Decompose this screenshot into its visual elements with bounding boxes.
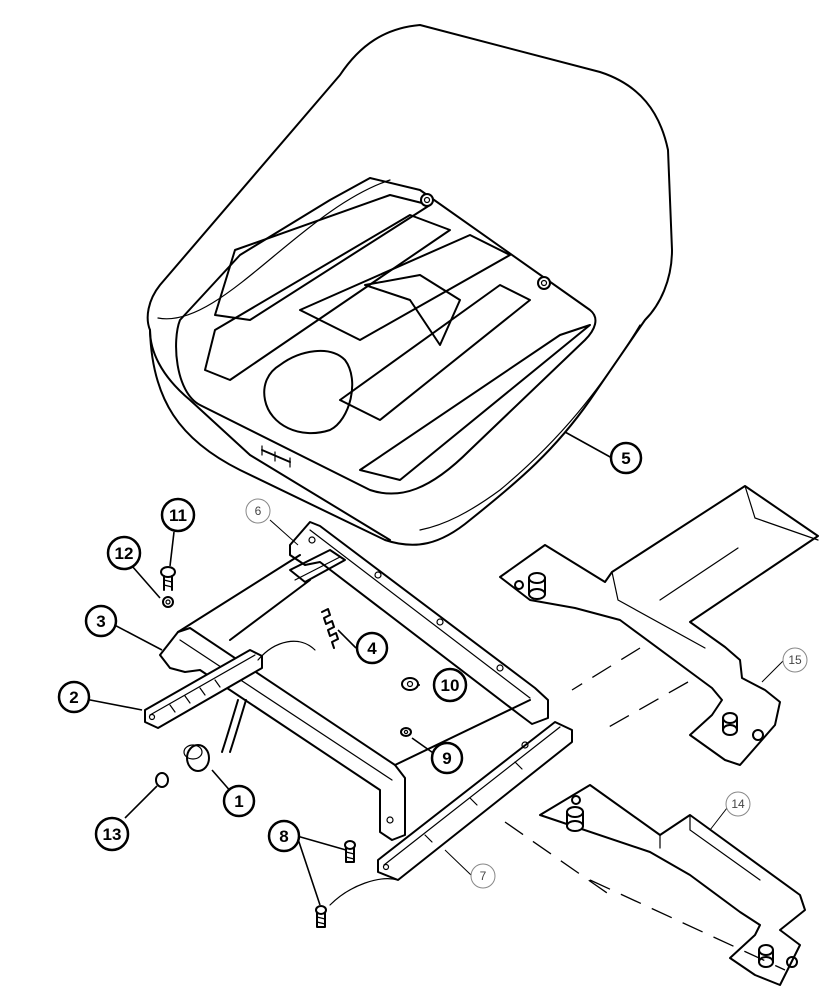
svg-text:6: 6 bbox=[255, 504, 262, 518]
callout-7: 7 bbox=[470, 863, 496, 889]
alignment-lines bbox=[504, 647, 786, 971]
bolt bbox=[344, 840, 356, 863]
callout-8: 8 bbox=[267, 819, 301, 853]
svg-text:3: 3 bbox=[96, 612, 105, 631]
callout-12: 12 bbox=[106, 535, 142, 571]
callout-11: 11 bbox=[160, 497, 196, 533]
screw bbox=[160, 566, 176, 591]
washer bbox=[400, 727, 412, 737]
callout-6: 6 bbox=[245, 498, 271, 524]
callout-15: 15 bbox=[782, 647, 808, 673]
svg-text:5: 5 bbox=[621, 449, 630, 468]
svg-text:10: 10 bbox=[441, 676, 460, 695]
callout-10: 10 bbox=[432, 667, 468, 703]
bolt bbox=[315, 905, 327, 928]
washer bbox=[162, 596, 174, 608]
spring bbox=[321, 608, 339, 649]
knob bbox=[183, 744, 210, 772]
plug bbox=[155, 772, 169, 788]
callout-9: 9 bbox=[430, 741, 464, 775]
left-slide-rail bbox=[144, 549, 346, 753]
svg-text:7: 7 bbox=[480, 869, 487, 883]
callout-2: 2 bbox=[57, 680, 91, 714]
svg-text:12: 12 bbox=[115, 544, 134, 563]
svg-text:11: 11 bbox=[169, 506, 187, 525]
right-slide-rail bbox=[377, 721, 573, 881]
rear-bracket bbox=[499, 485, 819, 766]
seat-pan bbox=[146, 24, 673, 546]
svg-text:2: 2 bbox=[69, 688, 78, 707]
svg-text:8: 8 bbox=[279, 827, 288, 846]
svg-text:9: 9 bbox=[442, 749, 451, 768]
svg-text:13: 13 bbox=[103, 825, 122, 844]
svg-text:1: 1 bbox=[234, 792, 243, 811]
callout-1: 1 bbox=[222, 784, 256, 818]
front-bracket bbox=[539, 784, 806, 986]
svg-text:14: 14 bbox=[731, 797, 745, 811]
callout-14: 14 bbox=[725, 791, 751, 817]
callout-5: 5 bbox=[609, 441, 643, 475]
callout-4: 4 bbox=[355, 631, 389, 665]
svg-text:15: 15 bbox=[788, 653, 802, 667]
nut bbox=[401, 677, 419, 691]
svg-text:4: 4 bbox=[367, 639, 377, 658]
callout-3: 3 bbox=[84, 604, 118, 638]
callout-13: 13 bbox=[94, 816, 130, 852]
